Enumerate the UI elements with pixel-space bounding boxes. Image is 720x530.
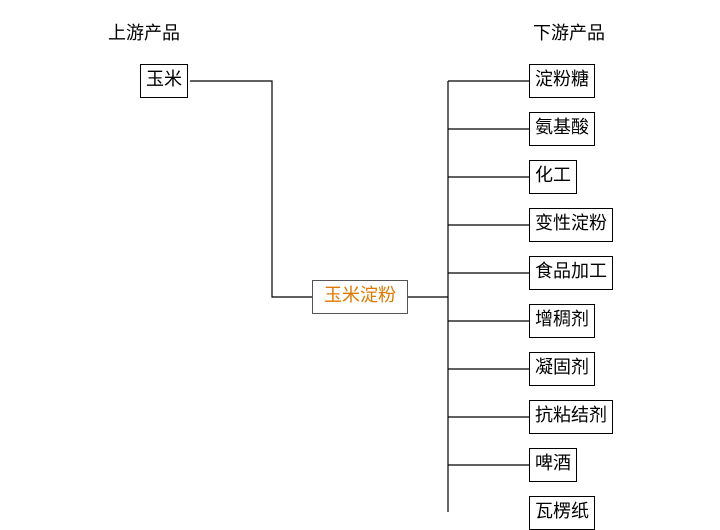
downstream-node: 食品加工 bbox=[529, 256, 613, 290]
downstream-node: 变性淀粉 bbox=[529, 208, 613, 242]
downstream-node: 啤酒 bbox=[529, 448, 577, 482]
downstream-node: 抗粘结剂 bbox=[529, 400, 613, 434]
upstream-connector bbox=[190, 80, 313, 298]
connector-lines bbox=[190, 80, 529, 512]
center-node: 玉米淀粉 bbox=[312, 280, 408, 314]
downstream-node: 氨基酸 bbox=[529, 112, 595, 146]
downstream-node: 淀粉糖 bbox=[529, 64, 595, 98]
downstream-node: 凝固剂 bbox=[529, 352, 595, 386]
upstream-header: 上游产品 bbox=[108, 23, 180, 44]
downstream-node: 化工 bbox=[529, 160, 577, 194]
downstream-header: 下游产品 bbox=[533, 23, 605, 44]
downstream-node: 瓦楞纸 bbox=[529, 496, 595, 530]
upstream-node: 玉米 bbox=[140, 64, 188, 98]
downstream-node: 增稠剂 bbox=[529, 304, 595, 338]
